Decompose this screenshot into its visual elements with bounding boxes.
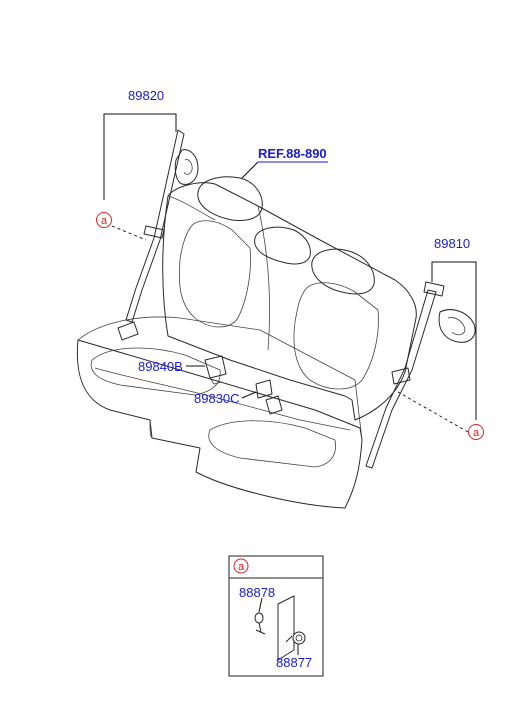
- label-ref: REF.88-890: [258, 146, 327, 161]
- label-88877: 88877: [276, 655, 312, 670]
- cap-88877: [285, 631, 306, 645]
- label-89820: 89820: [128, 88, 164, 103]
- leader-88878: [258, 597, 263, 613]
- detail-callout-a: [233, 558, 249, 574]
- buckle-center-89830c: [255, 379, 283, 415]
- belt-left-retractor: [174, 149, 199, 185]
- callout-a-left: [96, 212, 112, 228]
- label-89840b: 89840B: [138, 359, 183, 374]
- headrest-left: [197, 176, 263, 221]
- belt-left-webbing: [125, 129, 185, 323]
- buckle-left-89840b: [204, 355, 227, 385]
- seat-backrest: [162, 182, 417, 421]
- clip-88878: [254, 612, 266, 635]
- backrest-panel-left: [178, 220, 251, 328]
- dash-leader-right: [397, 391, 469, 433]
- backrest-panel-right: [293, 282, 379, 390]
- dash-leader-left: [111, 225, 147, 241]
- belt-right-retractor: [438, 309, 476, 343]
- label-89810: 89810: [434, 236, 470, 251]
- leader-89830c: [241, 391, 257, 399]
- detail-box-a: a 88878 88877: [228, 555, 324, 677]
- callout-a-right-letter: a: [473, 427, 480, 439]
- leader-89820: [103, 113, 177, 200]
- leader-ref: [241, 161, 259, 179]
- headrest-right: [311, 248, 375, 295]
- rear-seat-assembly: [76, 176, 417, 509]
- label-88878: 88878: [239, 585, 275, 600]
- cushion-pad-right: [208, 420, 337, 468]
- callout-a-left-letter: a: [101, 215, 108, 227]
- belt-right-guide: [423, 281, 445, 297]
- detail-panel-strip: [277, 595, 295, 661]
- seat-cushion: [76, 339, 363, 509]
- belt-left-anchor: [117, 321, 139, 341]
- belt-right-anchor: [391, 367, 411, 385]
- headrest-center: [254, 226, 311, 265]
- belt-left-guide: [143, 225, 165, 239]
- detail-callout-a-letter: a: [238, 561, 245, 573]
- callout-a-right: [468, 424, 484, 440]
- belt-right-webbing: [365, 289, 437, 469]
- cushion-pad-left: [90, 347, 221, 396]
- label-89830c: 89830C: [194, 391, 240, 406]
- leader-89810: [431, 261, 477, 420]
- seat-belt-right: [365, 281, 476, 469]
- seat-belt-left: [117, 129, 199, 341]
